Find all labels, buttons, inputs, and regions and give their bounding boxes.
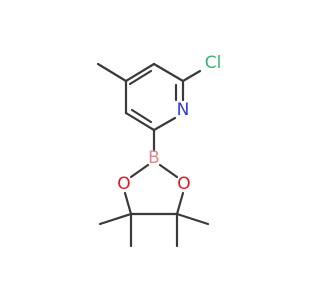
bond-c3-c4 bbox=[124, 62, 156, 83]
bond-o2-c8 bbox=[175, 191, 185, 216]
atom-label-n: N bbox=[177, 100, 190, 120]
atom-label-o-left: O bbox=[117, 174, 130, 194]
bond-b-o2 bbox=[158, 163, 179, 179]
bond-o1-c7 bbox=[123, 191, 133, 216]
bond-c2-c3 bbox=[152, 62, 185, 83]
bond-c5-c6 bbox=[124, 111, 156, 132]
molecule-structure-diagram: Cl N B O O bbox=[96, 53, 222, 248]
pyridine-ring bbox=[124, 62, 185, 132]
bond-c3-c4-inner bbox=[128, 69, 153, 86]
bond-c7-methyl-a bbox=[98, 212, 133, 226]
atom-label-cl: Cl bbox=[205, 53, 222, 73]
dioxaborolane-ring bbox=[123, 163, 185, 216]
bond-c8-methyl-a bbox=[175, 212, 210, 226]
bond-c2-cl bbox=[181, 69, 202, 83]
bond-c4-methyl bbox=[96, 62, 128, 83]
bond-c5-c6-inner bbox=[130, 108, 153, 124]
bond-c6-n bbox=[152, 116, 177, 132]
bond-b-o1 bbox=[129, 163, 150, 179]
atom-label-o-right: O bbox=[177, 174, 190, 194]
atom-label-b: B bbox=[148, 148, 160, 168]
